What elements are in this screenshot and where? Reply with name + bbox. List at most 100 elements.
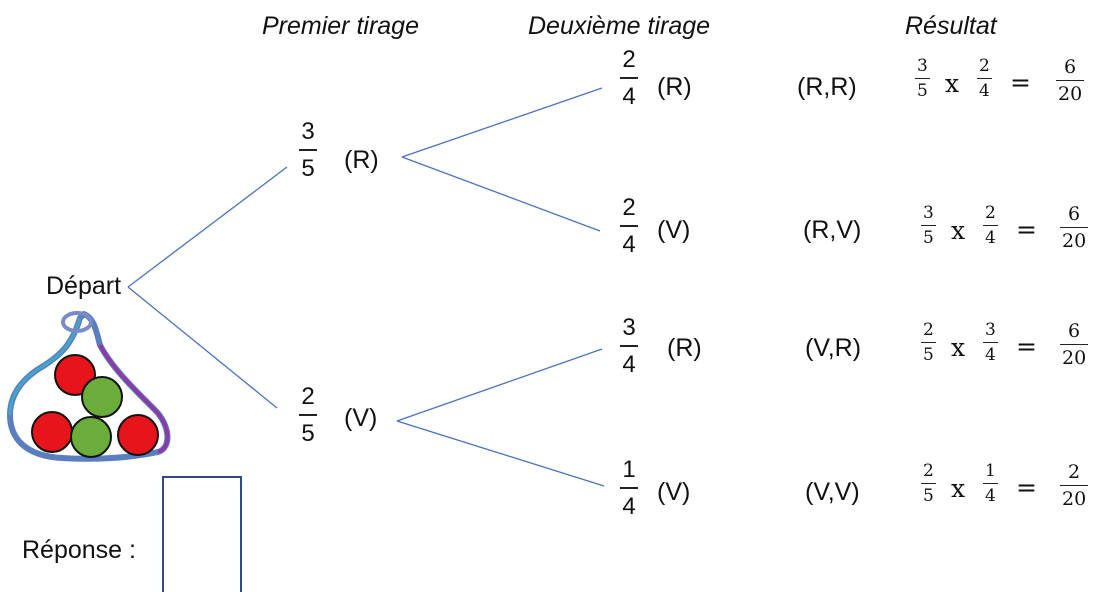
green-ball bbox=[70, 416, 112, 458]
denominator: 4 bbox=[622, 83, 636, 110]
fraction: 3 4 bbox=[620, 316, 638, 377]
numerator: 3 bbox=[923, 203, 934, 223]
denominator: 5 bbox=[301, 420, 315, 447]
fraction-bar bbox=[983, 483, 998, 484]
color-label: (V) bbox=[344, 404, 378, 432]
fraction-bar bbox=[620, 77, 638, 79]
fraction-bar bbox=[921, 225, 936, 226]
fraction-bar bbox=[921, 483, 936, 484]
outcome-pair: (V,R) bbox=[805, 334, 862, 362]
equals-sign: = bbox=[1016, 215, 1037, 244]
header-first-draw: Premier tirage bbox=[262, 12, 419, 40]
fraction-bar bbox=[921, 342, 936, 343]
denominator: 20 bbox=[1062, 347, 1087, 369]
denominator: 20 bbox=[1062, 230, 1087, 252]
fraction-bar bbox=[983, 342, 998, 343]
numerator: 2 bbox=[923, 320, 934, 340]
numerator: 2 bbox=[622, 194, 636, 221]
denominator: 5 bbox=[917, 81, 928, 101]
numerator: 2 bbox=[622, 46, 636, 73]
numerator: 2 bbox=[985, 203, 996, 223]
fraction-bar bbox=[299, 149, 317, 151]
branch-v-to-v bbox=[396, 420, 605, 487]
color-label: (V) bbox=[657, 216, 691, 244]
denominator: 20 bbox=[1058, 83, 1083, 105]
numerator: 6 bbox=[1068, 203, 1081, 225]
denominator: 20 bbox=[1062, 488, 1087, 510]
denominator: 4 bbox=[985, 228, 996, 248]
fraction: 2 4 bbox=[620, 48, 638, 109]
fraction-bar bbox=[983, 225, 998, 226]
branch-start-to-r bbox=[127, 166, 288, 288]
denominator: 4 bbox=[979, 81, 990, 101]
numerator: 1 bbox=[985, 461, 996, 481]
red-ball bbox=[117, 414, 159, 456]
times-sign: x bbox=[951, 474, 966, 503]
denominator: 5 bbox=[923, 345, 934, 365]
fraction-bar bbox=[299, 414, 317, 416]
fraction: 2 4 bbox=[620, 196, 638, 257]
branch-r-to-v bbox=[401, 156, 601, 232]
numerator: 6 bbox=[1068, 320, 1081, 342]
denominator: 4 bbox=[622, 231, 636, 258]
numerator: 6 bbox=[1064, 56, 1077, 78]
denominator: 4 bbox=[985, 345, 996, 365]
outcome-pair: (V,V) bbox=[805, 478, 860, 506]
fraction-bar bbox=[1060, 485, 1089, 486]
color-label: (R) bbox=[667, 334, 702, 362]
fraction: 1 4 bbox=[620, 458, 638, 519]
numerator: 2 bbox=[301, 383, 315, 410]
branch-start-to-v bbox=[127, 286, 278, 409]
branch-r-to-r bbox=[401, 87, 603, 158]
numerator: 2 bbox=[979, 56, 990, 76]
red-ball bbox=[31, 411, 73, 453]
numerator: 1 bbox=[622, 456, 636, 483]
equals-sign: = bbox=[1016, 473, 1037, 502]
numerator: 3 bbox=[622, 314, 636, 341]
denominator: 4 bbox=[622, 351, 636, 378]
numerator: 3 bbox=[917, 56, 928, 76]
branch-v-to-r bbox=[396, 348, 603, 422]
header-second-draw: Deuxième tirage bbox=[528, 12, 711, 40]
outcome-pair: (R,R) bbox=[797, 73, 857, 101]
answer-box[interactable] bbox=[162, 476, 242, 592]
color-label: (V) bbox=[657, 478, 691, 506]
fraction-bar bbox=[1060, 227, 1089, 228]
bag-illustration bbox=[7, 311, 171, 462]
numerator: 3 bbox=[985, 320, 996, 340]
start-label: Départ bbox=[46, 272, 122, 300]
color-label: (R) bbox=[657, 73, 692, 101]
numerator: 2 bbox=[923, 461, 934, 481]
fraction-bar bbox=[620, 345, 638, 347]
denominator: 4 bbox=[985, 486, 996, 506]
green-ball bbox=[81, 376, 123, 418]
denominator: 4 bbox=[622, 493, 636, 520]
fraction-bar bbox=[915, 78, 930, 79]
numerator: 2 bbox=[1068, 461, 1081, 483]
numerator: 3 bbox=[301, 118, 315, 145]
denominator: 5 bbox=[301, 155, 315, 182]
outcome-pair: (R,V) bbox=[803, 216, 862, 244]
fraction: 3 5 bbox=[299, 120, 317, 181]
fraction: 2 5 bbox=[299, 385, 317, 446]
header-result: Résultat bbox=[905, 12, 997, 40]
fraction-bar bbox=[977, 78, 992, 79]
color-label: (R) bbox=[344, 146, 379, 174]
times-sign: x bbox=[945, 69, 960, 98]
times-sign: x bbox=[951, 216, 966, 245]
fraction-bar bbox=[620, 225, 638, 227]
equals-sign: = bbox=[1016, 332, 1037, 361]
